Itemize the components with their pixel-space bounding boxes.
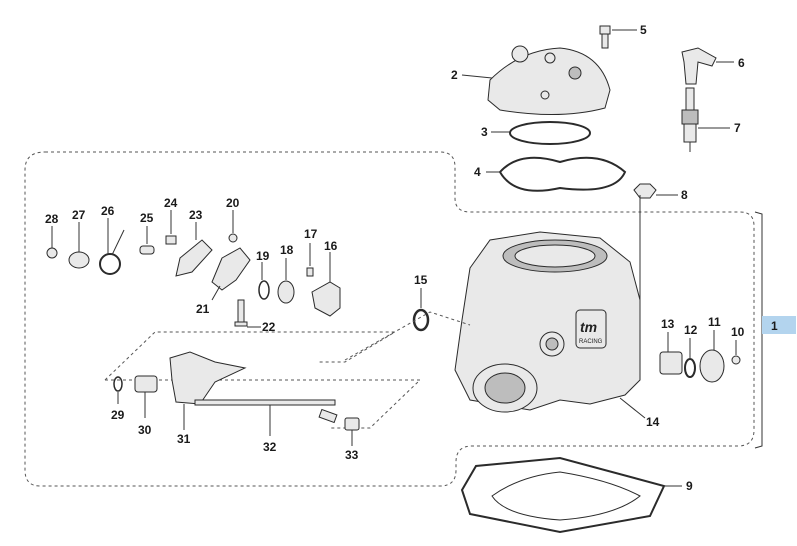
subassembly-boundary — [24, 151, 755, 487]
ring-29 — [113, 376, 123, 392]
screw-17 — [306, 267, 314, 277]
bushing-33 — [344, 417, 360, 431]
nut — [633, 183, 657, 199]
callout-17: 17 — [304, 227, 318, 241]
callout-21: 21 — [196, 302, 210, 316]
callout-4: 4 — [474, 165, 481, 179]
group-bracket — [754, 211, 763, 449]
callout-8: 8 — [681, 188, 688, 202]
nut-28 — [46, 247, 58, 259]
cap-27 — [68, 251, 90, 269]
lever-21 — [211, 247, 251, 291]
callout-12: 12 — [684, 323, 698, 337]
callout-28: 28 — [45, 212, 59, 226]
callout-18: 18 — [280, 243, 294, 257]
seal-ring — [412, 308, 430, 332]
callout-7: 7 — [734, 121, 741, 135]
callout-11: 11 — [708, 315, 721, 329]
callout-2: 2 — [451, 68, 458, 82]
callout-30: 30 — [138, 423, 152, 437]
callout-6: 6 — [738, 56, 745, 70]
callout-23: 23 — [189, 208, 203, 222]
cylinder-head — [487, 45, 611, 116]
lever-23 — [175, 239, 213, 277]
exhaust-bushing — [659, 351, 683, 375]
callout-3: 3 — [481, 125, 488, 139]
callout-19: 19 — [256, 249, 270, 263]
callout-26: 26 — [101, 204, 115, 218]
callout-32: 32 — [263, 440, 277, 454]
bushing-30 — [134, 375, 158, 393]
callout-31: 31 — [177, 432, 191, 446]
screw-24 — [165, 235, 177, 245]
callout-33: 33 — [345, 448, 359, 462]
pin-25 — [139, 245, 155, 255]
callout-9: 9 — [686, 479, 693, 493]
callout-22: 22 — [262, 320, 276, 334]
callout-15: 15 — [414, 273, 428, 287]
callout-24: 24 — [164, 196, 178, 210]
base-gasket — [460, 456, 666, 534]
logo-text: tm — [580, 319, 597, 335]
cylinder: tm RACING — [454, 231, 641, 413]
valve-cover — [699, 349, 725, 383]
spring-26 — [99, 229, 125, 275]
snap-ring-19 — [258, 280, 270, 300]
head-o-ring — [509, 121, 591, 145]
small-o-ring — [684, 358, 696, 378]
callout-16: 16 — [324, 239, 338, 253]
washer — [731, 355, 741, 365]
callout-10: 10 — [731, 325, 745, 339]
head-gasket — [498, 156, 627, 192]
spark-plug-cap — [681, 47, 717, 85]
exhaust-valve-bracket — [169, 351, 247, 405]
callout-14: 14 — [646, 415, 660, 429]
callout-27: 27 — [72, 208, 86, 222]
head-bolt — [599, 25, 611, 49]
shaft-32 — [194, 399, 338, 424]
logo-subtext: RACING — [579, 339, 603, 345]
callout-13: 13 — [661, 317, 675, 331]
callout-5: 5 — [640, 23, 647, 37]
callout-1-box — [762, 316, 796, 334]
spark-plug — [681, 87, 699, 152]
bolt-22 — [234, 299, 248, 327]
callout-25: 25 — [140, 211, 154, 225]
callout-20: 20 — [226, 196, 240, 210]
callout-1: 1 — [771, 319, 778, 333]
bushing-18 — [277, 280, 295, 304]
flange — [311, 281, 341, 317]
nut-20 — [228, 233, 238, 243]
callout-29: 29 — [111, 408, 125, 422]
